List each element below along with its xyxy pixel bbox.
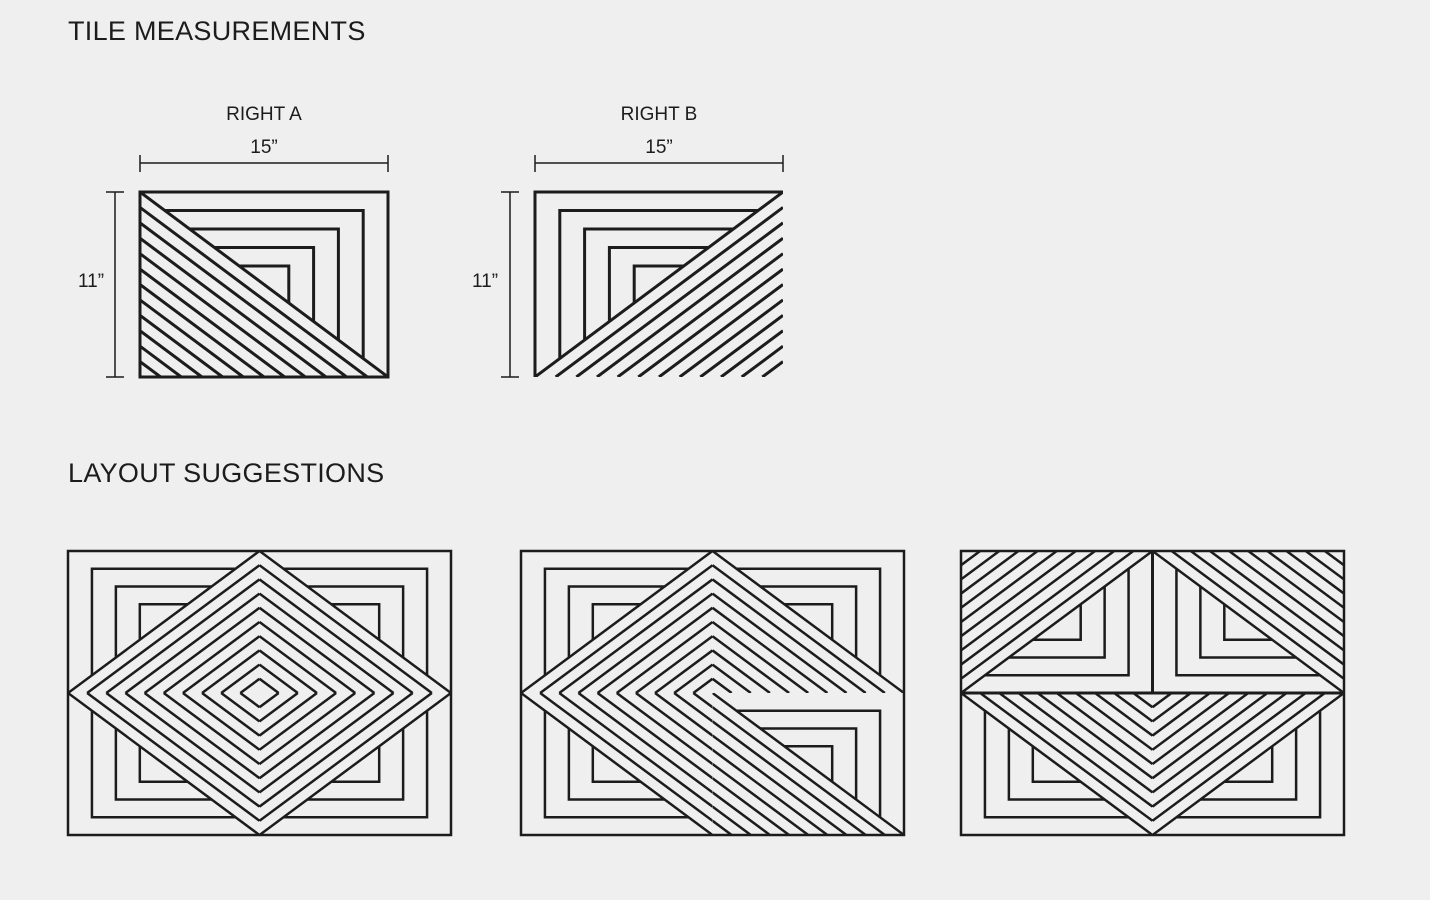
section-title-measurements: TILE MEASUREMENTS: [68, 16, 366, 46]
width-label-right-b: 15”: [645, 137, 673, 158]
layout-2-tile-2: [712, 551, 904, 693]
width-label-right-a: 15”: [250, 137, 278, 158]
tile-label-right-b: RIGHT B: [620, 104, 698, 125]
layout-3-tile-4: [1152, 693, 1344, 835]
tile-right-a: [138, 190, 390, 379]
layout-3-tile-3: [961, 693, 1153, 835]
layout-1-tile-4: [259, 693, 451, 835]
layout-1-frame: [66, 549, 453, 837]
layout-1-tile-3: [68, 693, 260, 835]
layout-2-tile-1: [521, 551, 713, 693]
section-title-layouts: LAYOUT SUGGESTIONS: [68, 458, 385, 488]
layout-1-tile-1: [68, 551, 260, 693]
layout-3-tile-2: [1152, 551, 1344, 693]
tile-label-right-a: RIGHT A: [226, 104, 302, 125]
layout-2-frame: [519, 549, 906, 837]
height-label-right-a: 11”: [78, 271, 105, 292]
height-label-right-b: 11”: [472, 271, 499, 292]
layout-2-tile-3: [521, 693, 713, 835]
layout-1-tile-2: [259, 551, 451, 693]
tile-right-b: [533, 190, 783, 377]
layout-2-tile-4: [712, 693, 904, 835]
layout-3-tile-1: [961, 551, 1153, 693]
